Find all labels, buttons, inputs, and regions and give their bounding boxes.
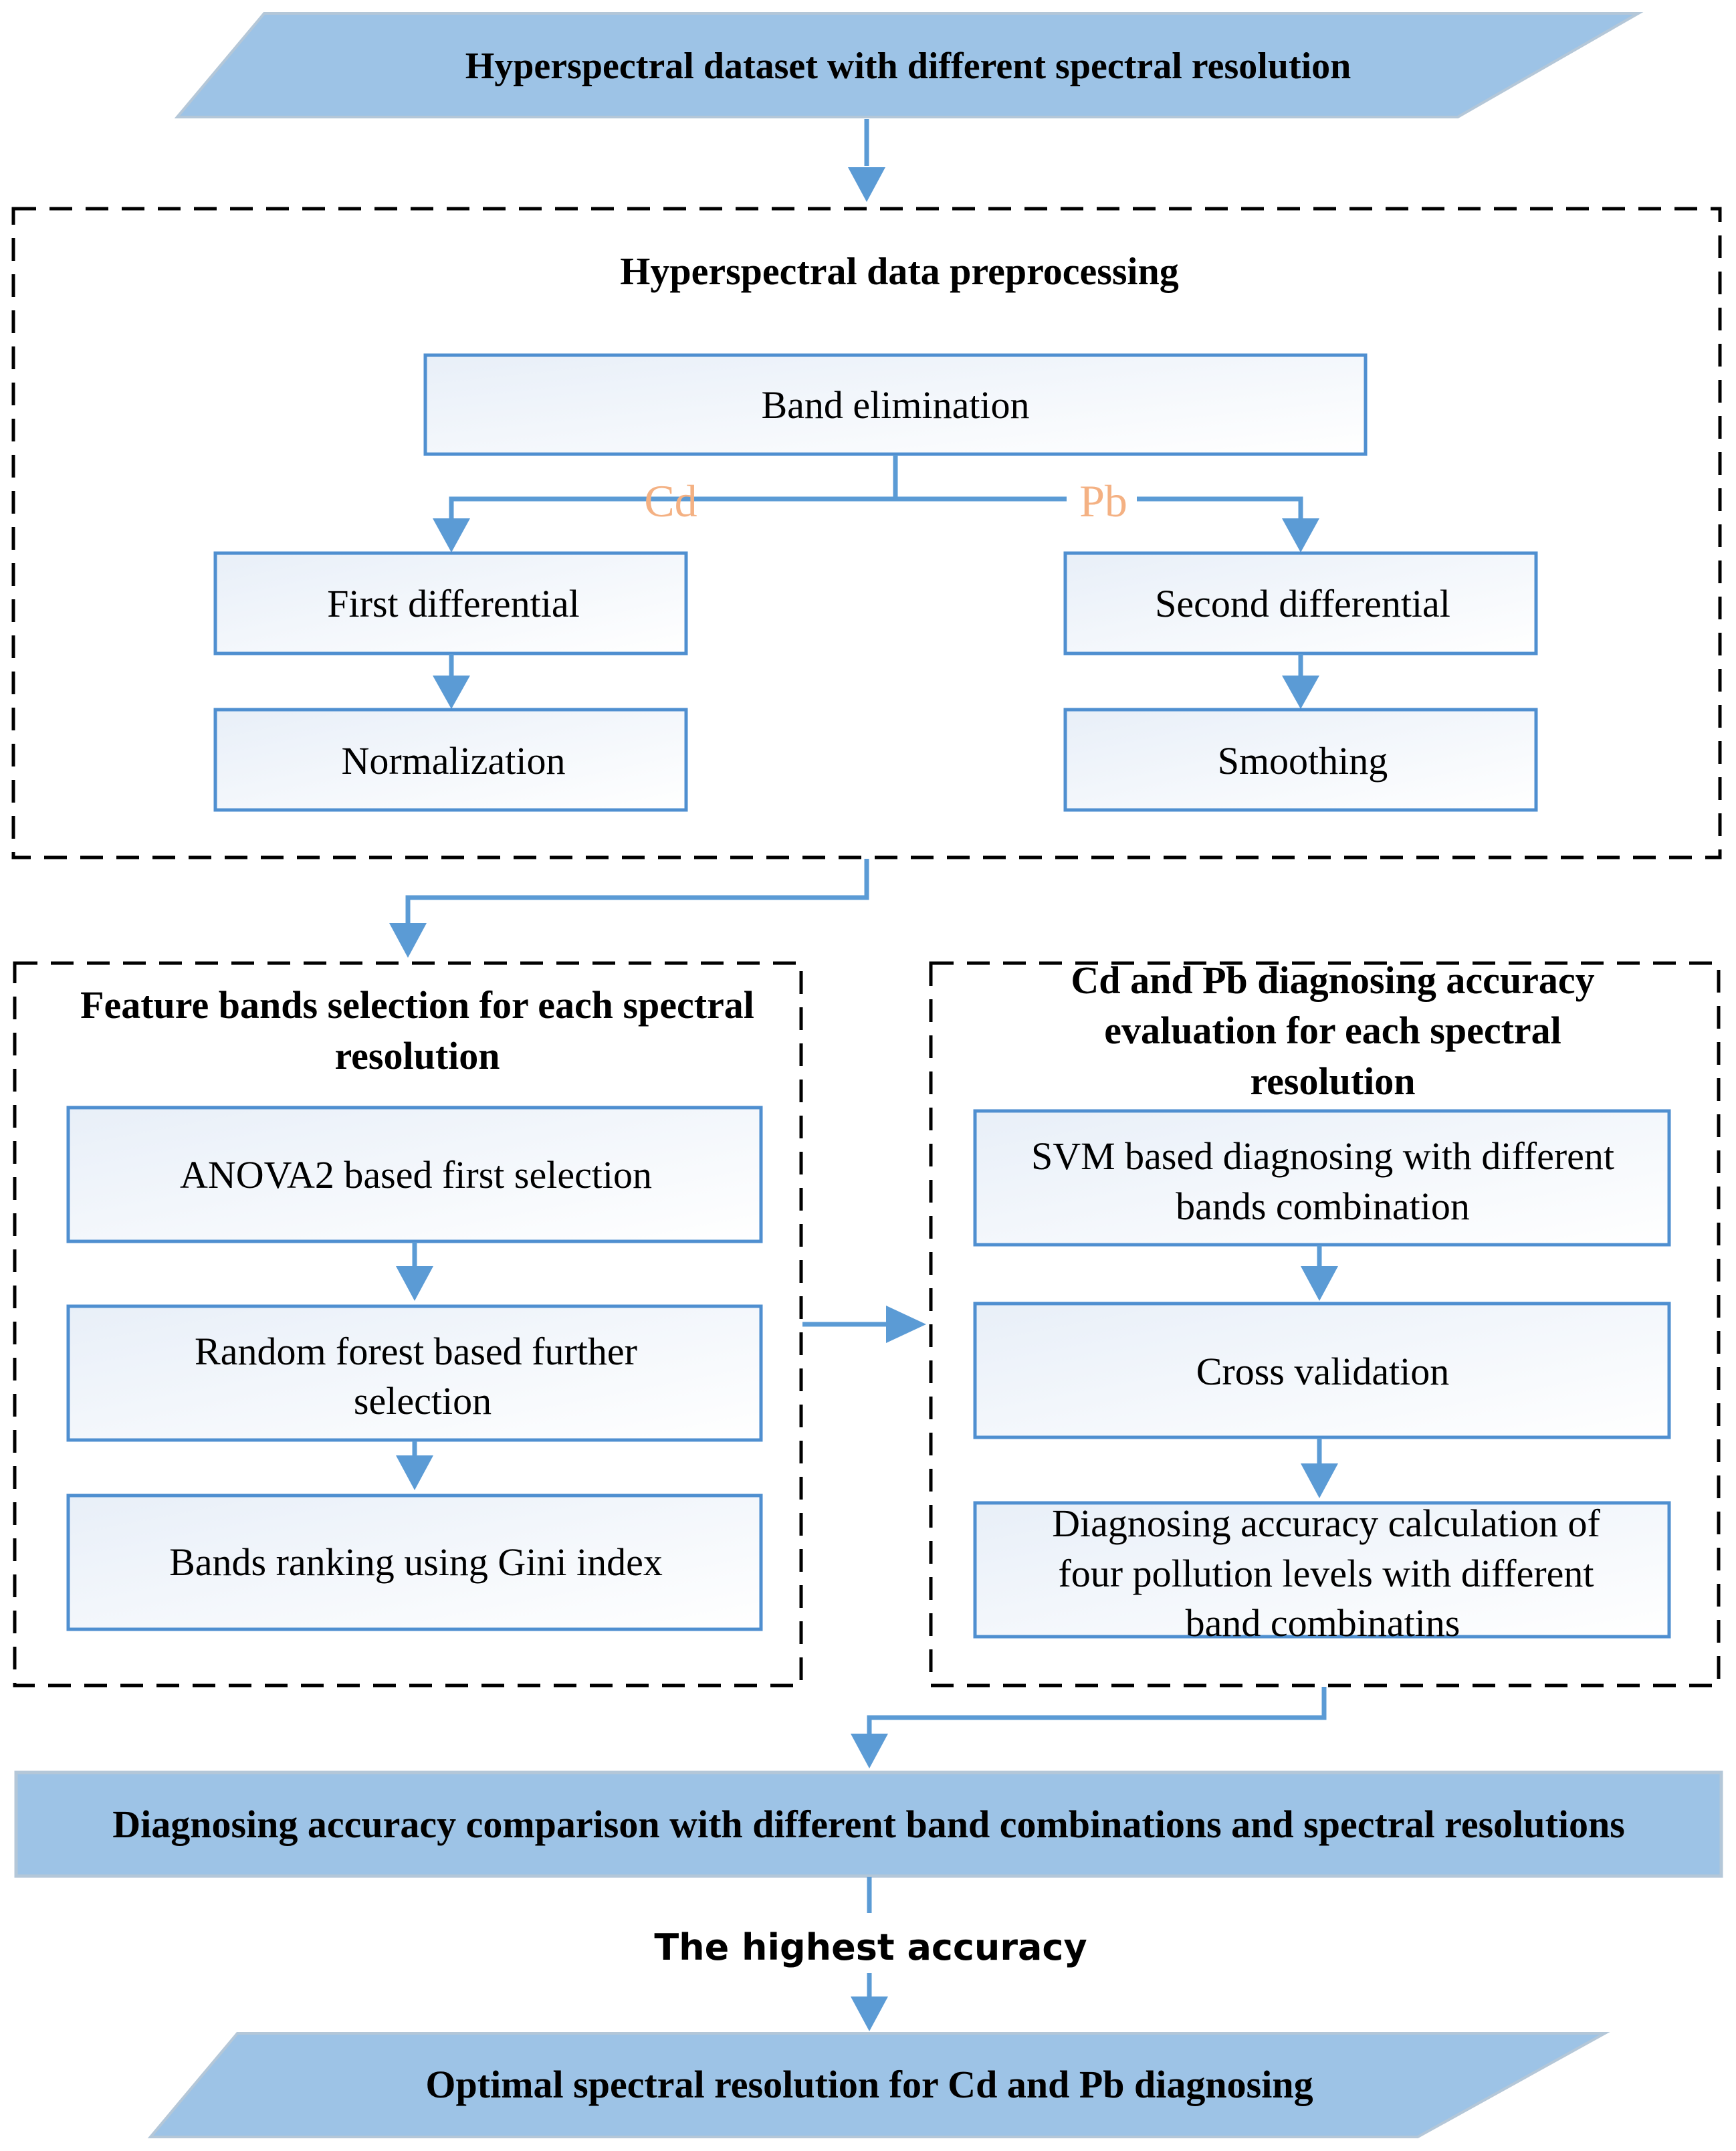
arrow-first-to-normalization: [433, 654, 470, 709]
arrow-banner-to-preprocessing: [848, 119, 885, 202]
arrow-cross-validation-to-calculation: [1301, 1438, 1338, 1498]
svm-label-line2: bands combination: [1176, 1185, 1470, 1228]
band-elimination-box: Band elimination: [423, 353, 1368, 456]
evaluation-container: Cd and Pb diagnosing accuracy evaluation…: [929, 958, 1721, 1687]
random-forest-label-line1: Random forest based further: [195, 1330, 637, 1373]
evaluation-title-line3: resolution: [1250, 1059, 1415, 1103]
pb-branch-label: Pb: [1079, 476, 1127, 526]
smoothing-label: Smoothing: [1218, 739, 1388, 783]
first-differential-label: First differential: [327, 582, 579, 625]
bottom-banner: Optimal spectral resolution for Cd and P…: [147, 2032, 1610, 2138]
normalization-box: Normalization: [213, 708, 688, 812]
accuracy-calculation-label-line1: Diagnosing accuracy calculation of: [1052, 1502, 1600, 1545]
evaluation-title-line1: Cd and Pb diagnosing accuracy: [1071, 958, 1594, 1002]
gini-box: Bands ranking using Gini index: [66, 1494, 763, 1631]
comparison-banner-label: Diagnosing accuracy comparison with diff…: [112, 1803, 1625, 1846]
gini-label: Bands ranking using Gini index: [169, 1540, 663, 1584]
second-differential-box: Second differential: [1063, 551, 1538, 655]
anova-box: ANOVA2 based first selection: [66, 1106, 763, 1243]
accuracy-calculation-label-line2: four pollution levels with different: [1058, 1552, 1594, 1595]
highest-accuracy-label: The highest accuracy: [654, 1926, 1087, 1968]
arrow-preprocessing-to-feature-selection: [389, 859, 869, 958]
preprocessing-title: Hyperspectral data preprocessing: [620, 249, 1179, 293]
feature-selection-title-line1: Feature bands selection for each spectra…: [80, 983, 754, 1027]
random-forest-label-line2: selection: [354, 1379, 492, 1423]
first-differential-box: First differential: [213, 551, 688, 655]
arrow-svm-to-cross-validation: [1301, 1245, 1338, 1301]
svm-label-line1: SVM based diagnosing with different: [1031, 1134, 1614, 1178]
top-banner: Hyperspectral dataset with different spe…: [174, 12, 1644, 118]
top-banner-label: Hyperspectral dataset with different spe…: [465, 45, 1351, 87]
evaluation-title-line2: evaluation for each spectral: [1104, 1009, 1561, 1052]
preprocessing-container: Hyperspectral data preprocessing: [11, 207, 1722, 859]
arrow-anova-to-random-forest: [396, 1242, 433, 1301]
smoothing-box: Smoothing: [1063, 708, 1538, 812]
arrow-comparison-to-optimal: The highest accuracy: [654, 1877, 1087, 2031]
accuracy-calculation-box: Diagnosing accuracy calculation of four …: [973, 1501, 1671, 1645]
random-forest-box: Random forest based further selection: [66, 1304, 763, 1442]
band-elimination-label: Band elimination: [761, 383, 1029, 427]
arrow-random-forest-to-gini: [396, 1441, 433, 1490]
svm-box: SVM based diagnosing with different band…: [973, 1109, 1671, 1247]
bottom-banner-label: Optimal spectral resolution for Cd and P…: [425, 2063, 1313, 2106]
second-differential-label: Second differential: [1155, 582, 1450, 625]
arrow-second-to-smoothing: [1282, 654, 1319, 709]
cd-branch-label: Cd: [644, 476, 697, 526]
branch-connectors: Cd Pb: [433, 455, 1319, 552]
cross-validation-box: Cross validation: [973, 1302, 1671, 1439]
accuracy-calculation-label-line3: band combinatins: [1186, 1601, 1460, 1645]
normalization-label: Normalization: [341, 739, 565, 783]
cross-validation-label: Cross validation: [1196, 1350, 1450, 1393]
arrow-feature-selection-to-evaluation: [802, 1306, 926, 1343]
feature-selection-title-line2: resolution: [334, 1034, 500, 1078]
arrow-evaluation-to-comparison: [851, 1687, 1327, 1768]
anova-label: ANOVA2 based first selection: [180, 1153, 652, 1197]
comparison-banner: Diagnosing accuracy comparison with diff…: [14, 1770, 1723, 1878]
feature-selection-container: Feature bands selection for each spectra…: [13, 961, 803, 1687]
